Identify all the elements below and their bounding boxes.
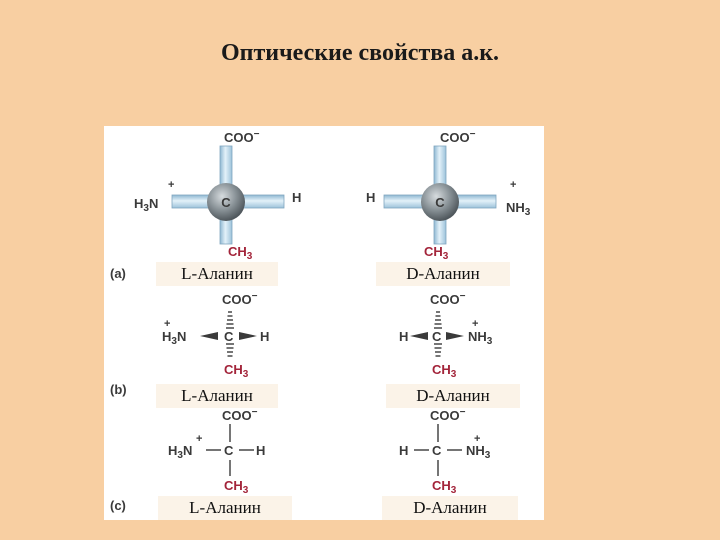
hydrogen-label: H	[256, 443, 265, 458]
methyl-group: CH3	[228, 244, 253, 262]
hydrogen-label: H	[366, 190, 375, 205]
plus-charge: +	[168, 179, 174, 191]
carbon-label: C	[224, 443, 234, 458]
name-b-right: D-Аланин	[386, 384, 520, 408]
name-a-left: L-Аланин	[156, 262, 278, 286]
wedge-bond-right	[239, 332, 257, 340]
hashed-bond-bottom	[226, 343, 234, 357]
panel-label-b: (b)	[110, 382, 127, 397]
hashed-bond-top	[434, 311, 442, 329]
amino-group: NH3	[468, 329, 493, 347]
panel-label-a: (a)	[110, 266, 126, 281]
hydrogen-label: H	[260, 329, 269, 344]
plus-charge: +	[472, 318, 478, 330]
amino-group: H3N	[168, 443, 192, 461]
carbon-label: C	[432, 443, 442, 458]
bond-right	[241, 194, 285, 209]
methyl-group: CH3	[424, 244, 449, 262]
hydrogen-label: H	[399, 329, 408, 344]
wedge-bond-left	[410, 332, 428, 340]
name-b-left: L-Аланин	[156, 384, 278, 408]
name-a-right: D-Аланин	[376, 262, 510, 286]
hydrogen-label: H	[399, 443, 408, 458]
plus-charge: +	[164, 318, 170, 330]
panel-label-c: (c)	[110, 498, 126, 513]
methyl-group: CH3	[224, 362, 249, 380]
methyl-group: CH3	[432, 362, 457, 380]
fischer-l-alanine: COO− + H3N C H CH3	[168, 407, 265, 496]
amino-group: H3N	[134, 196, 158, 214]
coo-group: COO−	[430, 291, 466, 307]
amino-group: H3N	[162, 329, 186, 347]
coo-group: COO−	[224, 129, 260, 145]
wedge-bond-right	[446, 332, 464, 340]
amino-group: NH3	[506, 200, 531, 218]
coo-group: COO−	[440, 129, 476, 145]
hydrogen-label: H	[292, 190, 301, 205]
plus-charge: +	[196, 433, 202, 445]
name-c-left: L-Аланин	[158, 496, 292, 520]
bond-left	[171, 194, 211, 209]
bond-left	[383, 194, 427, 209]
coo-group: COO−	[222, 407, 258, 423]
carbon-atom	[421, 183, 459, 221]
amino-group: NH3	[466, 443, 491, 461]
name-c-right: D-Аланин	[382, 496, 518, 520]
carbon-label: C	[224, 329, 234, 344]
plus-charge: +	[474, 433, 480, 445]
fischer-d-alanine: COO− H C + NH3 CH3	[399, 407, 491, 496]
ball-stick-l-alanine: C COO− + H3N H CH3	[134, 129, 301, 262]
carbon-label: C	[435, 195, 445, 210]
slide-title: Оптические свойства а.к.	[220, 40, 500, 66]
coo-group: COO−	[222, 291, 258, 307]
stereo-figure-svg: C COO− + H3N H CH3 C COO− H + NH3 CH3 (a…	[110, 129, 531, 513]
ball-stick-d-alanine: C COO− H + NH3 CH3	[366, 129, 531, 262]
wedge-dash-l-alanine: COO− + H3N C H CH3	[162, 291, 269, 380]
stereo-figure-panel: C COO− + H3N H CH3 C COO− H + NH3 CH3 (a…	[104, 126, 544, 520]
coo-group: COO−	[430, 407, 466, 423]
wedge-dash-d-alanine: COO− H C + NH3 CH3	[399, 291, 493, 380]
bond-right	[455, 194, 497, 209]
hashed-bond-bottom	[434, 343, 442, 357]
methyl-group: CH3	[224, 478, 249, 496]
methyl-group: CH3	[432, 478, 457, 496]
carbon-atom	[207, 183, 245, 221]
plus-charge: +	[510, 179, 516, 191]
carbon-label: C	[221, 195, 231, 210]
hashed-bond-top	[226, 311, 234, 329]
carbon-label: C	[432, 329, 442, 344]
wedge-bond-left	[200, 332, 218, 340]
